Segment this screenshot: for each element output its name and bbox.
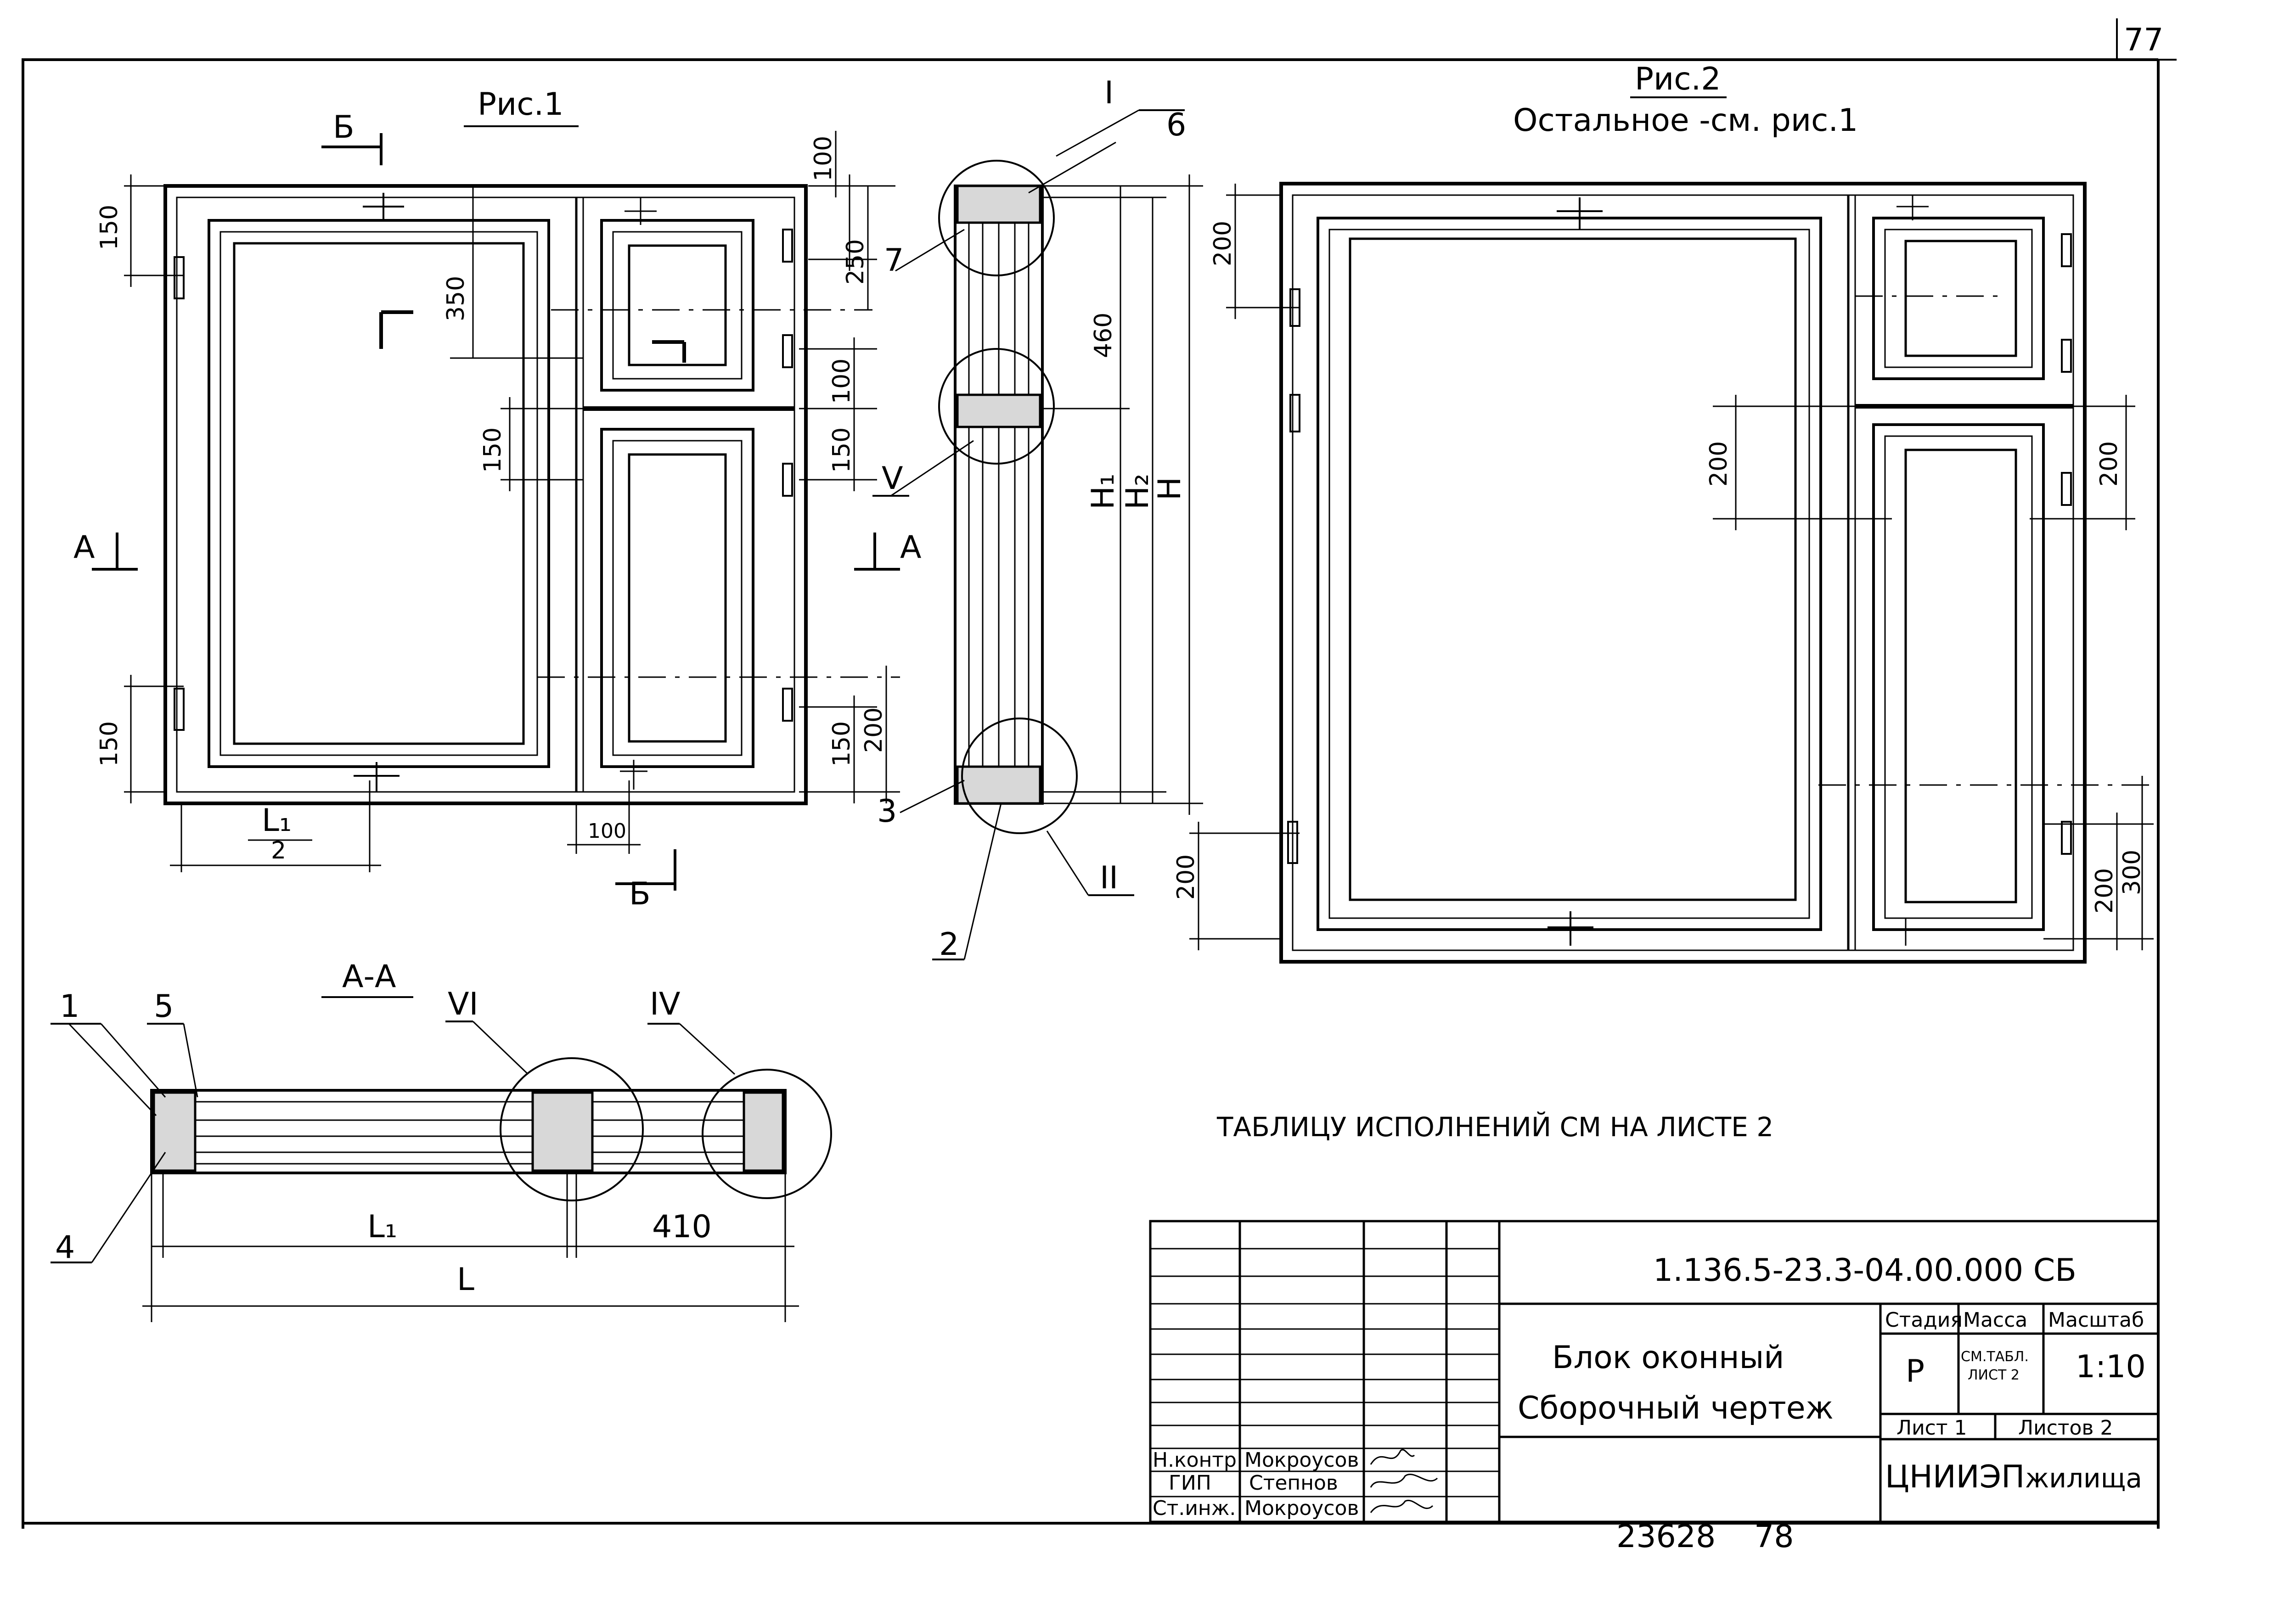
doc-name-line2: Сборочный чертеж [1518, 1390, 1834, 1426]
aa-callout-1: 1 [60, 988, 79, 1025]
figure-2: Рис.2 Остальное -см. рис.1 [1172, 61, 2154, 964]
person-1: Мокроусов [1244, 1448, 1359, 1472]
section-a-a: А-А [51, 959, 832, 1322]
section-mark-b-bottom: Б [629, 876, 651, 912]
aa-dim-410: 410 [652, 1209, 712, 1245]
fig2-dim-200-mid-right: 200 [2095, 441, 2123, 487]
sheet-label: Лист 1 [1896, 1416, 1967, 1440]
title-block: 1.136.5-23.3-04.00.000 СБ Блок оконный С… [1149, 1220, 2160, 1523]
section-aa-title: А-А [342, 959, 396, 995]
callout-2: 2 [939, 926, 959, 963]
fig1-title: Рис.1 [478, 86, 563, 123]
vertical-section: I II V 6 7 3 2 [872, 75, 1203, 963]
aa-callout-IV: IV [650, 986, 681, 1022]
callout-3: 3 [877, 793, 897, 830]
page-number: 77 [2124, 22, 2164, 58]
section-mark-b-top: Б [333, 109, 355, 146]
role-st-inzh: Ст.инж. [1153, 1497, 1236, 1520]
person-2: Степнов [1249, 1471, 1338, 1495]
fig2-dim-200-bottom-right: 200 [2091, 868, 2118, 914]
section-marks [92, 133, 900, 891]
fig2-window-frame [1279, 182, 2154, 964]
org-text: жилища [2025, 1463, 2142, 1494]
aa-dim-l1: L₁ [367, 1209, 397, 1245]
callout-6: 6 [1166, 107, 1186, 143]
person-3: Мокроусов [1244, 1497, 1359, 1520]
fig2-dim-200-bottom-left: 200 [1172, 854, 1200, 900]
section-mark-a-left: А [73, 529, 95, 566]
mass-value-line1: СМ.ТАБЛ. [1961, 1349, 2029, 1365]
dim-100-top: 100 [810, 136, 837, 181]
doc-code: 1.136.5-23.3-04.00.000 СБ [1653, 1252, 2077, 1289]
dim-200: 200 [860, 707, 888, 753]
dim-150-mid-left: 150 [479, 427, 506, 473]
stage-value: Р [1906, 1353, 1925, 1390]
callout-II: II [1100, 860, 1118, 896]
org-logo: ЦНИИЭП [1885, 1459, 2025, 1495]
callout-I: I [1104, 75, 1114, 111]
header-stage: Стадия [1885, 1308, 1963, 1332]
footer-number-2: 78 [1754, 1519, 1794, 1555]
fig2-dim-200-mid-left: 200 [1705, 441, 1733, 487]
figure-1: Рис.1 [73, 86, 1188, 912]
fig1-dimension-lines [124, 131, 900, 872]
note-text: ТАБЛИЦУ ИСПОЛНЕНИЙ СМ НА ЛИСТЕ 2 [1216, 1111, 1773, 1143]
dim-h2: H₂ [1120, 474, 1156, 510]
scale-value: 1:10 [2076, 1349, 2146, 1385]
dim-l1: L₁ [262, 802, 292, 839]
mass-value-line2: ЛИСТ 2 [1968, 1367, 2020, 1383]
dim-250: 250 [842, 239, 869, 285]
fig2-title: Рис.2 [1635, 61, 1721, 97]
section-mark-a-right: А [900, 529, 922, 566]
dim-100-bottom: 100 [588, 819, 626, 843]
callout-V: V [882, 460, 903, 497]
callout-7: 7 [884, 242, 904, 279]
header-scale: Масштаб [2048, 1308, 2144, 1332]
aa-callout-5: 5 [154, 988, 174, 1025]
fig2-dimension-lines [1189, 184, 2154, 950]
dim-h1: H₁ [1085, 474, 1121, 510]
fig1-window-frame [163, 184, 900, 805]
fig2-subtitle: Остальное -см. рис.1 [1513, 102, 1858, 139]
dim-l1-denominator: 2 [271, 837, 286, 864]
doc-name-line1: Блок оконный [1552, 1340, 1784, 1376]
role-n-kontr: Н.контр [1153, 1448, 1237, 1472]
dim-150-mid-right: 150 [828, 427, 855, 473]
dim-100-mid: 100 [828, 359, 855, 404]
dim-150-top-left: 150 [96, 205, 123, 250]
aa-callout-4: 4 [55, 1229, 75, 1266]
footer-number-1: 23628 [1616, 1519, 1716, 1555]
header-mass: Масса [1963, 1308, 2027, 1332]
sheets-label: Листов 2 [2018, 1416, 2113, 1440]
dim-150-bottom-left: 150 [96, 721, 123, 767]
fig2-dim-200-top-left: 200 [1209, 221, 1237, 266]
aa-dim-l: L [457, 1262, 474, 1298]
dim-460: 460 [1090, 313, 1117, 358]
dim-150-bottom-right: 150 [828, 721, 855, 767]
aa-callout-VI: VI [448, 986, 478, 1022]
signatures [1370, 1449, 1438, 1513]
role-gip: ГИП [1169, 1471, 1211, 1495]
dim-350: 350 [442, 276, 470, 321]
fig2-dim-300: 300 [2118, 850, 2146, 895]
dim-h: H [1152, 477, 1188, 500]
